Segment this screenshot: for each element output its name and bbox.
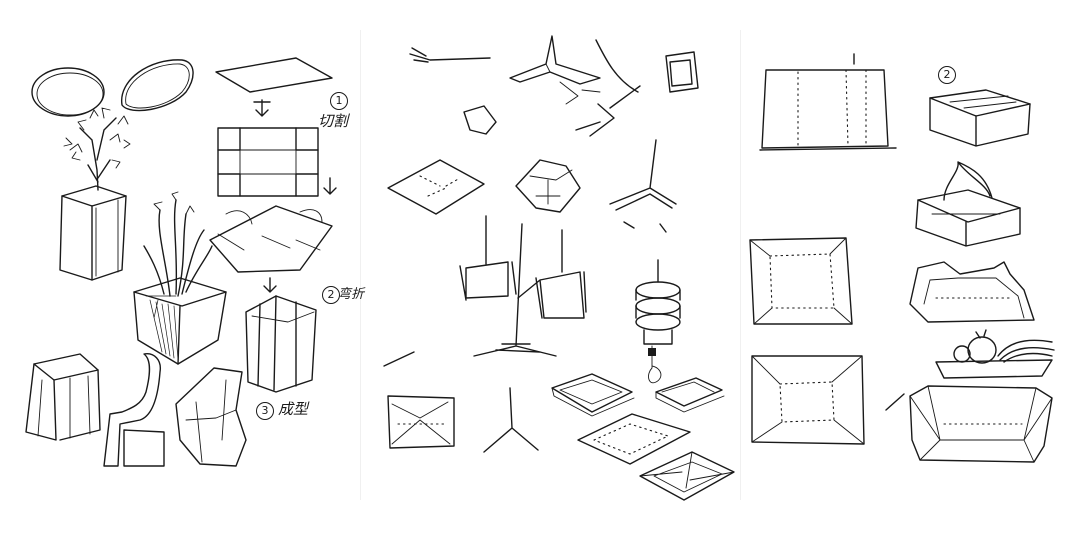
folded-cross <box>515 159 581 213</box>
hanging-shade-left <box>459 215 517 301</box>
connector-stroke <box>885 393 905 411</box>
cut-pattern <box>217 127 319 197</box>
tent-lamp-small <box>609 139 677 233</box>
folding-sheet <box>209 205 333 273</box>
arrow-down-1 <box>253 99 271 117</box>
folded-chair <box>175 367 247 467</box>
tray-3 <box>577 413 691 465</box>
curved-support <box>575 39 641 137</box>
step-number-right-2: 2 <box>938 66 956 84</box>
wire-hook <box>409 47 491 63</box>
small-clip <box>665 51 699 93</box>
arrow-down-2 <box>323 177 337 195</box>
flat-cross-sheet <box>387 159 485 215</box>
arrow-down-3 <box>263 277 277 293</box>
tray-frame-left <box>387 395 455 449</box>
tripod-stand-top <box>509 35 601 105</box>
floor-lamp-stand <box>473 223 557 357</box>
box-stool <box>25 353 101 441</box>
unfolded-box-pattern <box>759 53 897 151</box>
fold-tray-right <box>909 261 1035 323</box>
step-number-1: 1 <box>330 92 348 110</box>
panel-divider-left <box>360 30 361 500</box>
tray-2 <box>655 377 725 413</box>
left-panel-sketches <box>25 57 337 467</box>
tray-4 <box>639 451 735 501</box>
tissue-box-open <box>915 161 1021 247</box>
step-label-form: 成型 <box>278 400 309 418</box>
frame-tray-flat <box>749 237 853 325</box>
canopy-outline-right <box>121 59 194 112</box>
hanging-shade-right <box>517 229 587 319</box>
stacked-lamp <box>635 259 681 384</box>
tissue-box-closed <box>929 89 1031 147</box>
step-label-cut: 切割 <box>318 112 349 130</box>
flat-sheet <box>215 57 333 93</box>
small-pentagon <box>463 105 497 135</box>
canopy-outline-left <box>31 67 105 117</box>
stroke-mark <box>383 351 415 367</box>
tree-planter <box>59 107 131 281</box>
tripod-legs <box>483 387 539 453</box>
tall-folded-planter <box>245 295 317 393</box>
tray-1 <box>551 373 635 417</box>
panel-divider-right <box>740 30 741 500</box>
step-number-3: 3 <box>256 402 274 420</box>
folded-x-tray <box>909 385 1053 463</box>
frame-x-flat <box>751 355 865 445</box>
fruit-bowl <box>935 329 1055 379</box>
grass-planter <box>133 191 227 365</box>
seated-figure <box>103 353 165 467</box>
step-label-fold: 弯折 <box>338 287 365 302</box>
step-number-2: 2 <box>322 286 340 304</box>
